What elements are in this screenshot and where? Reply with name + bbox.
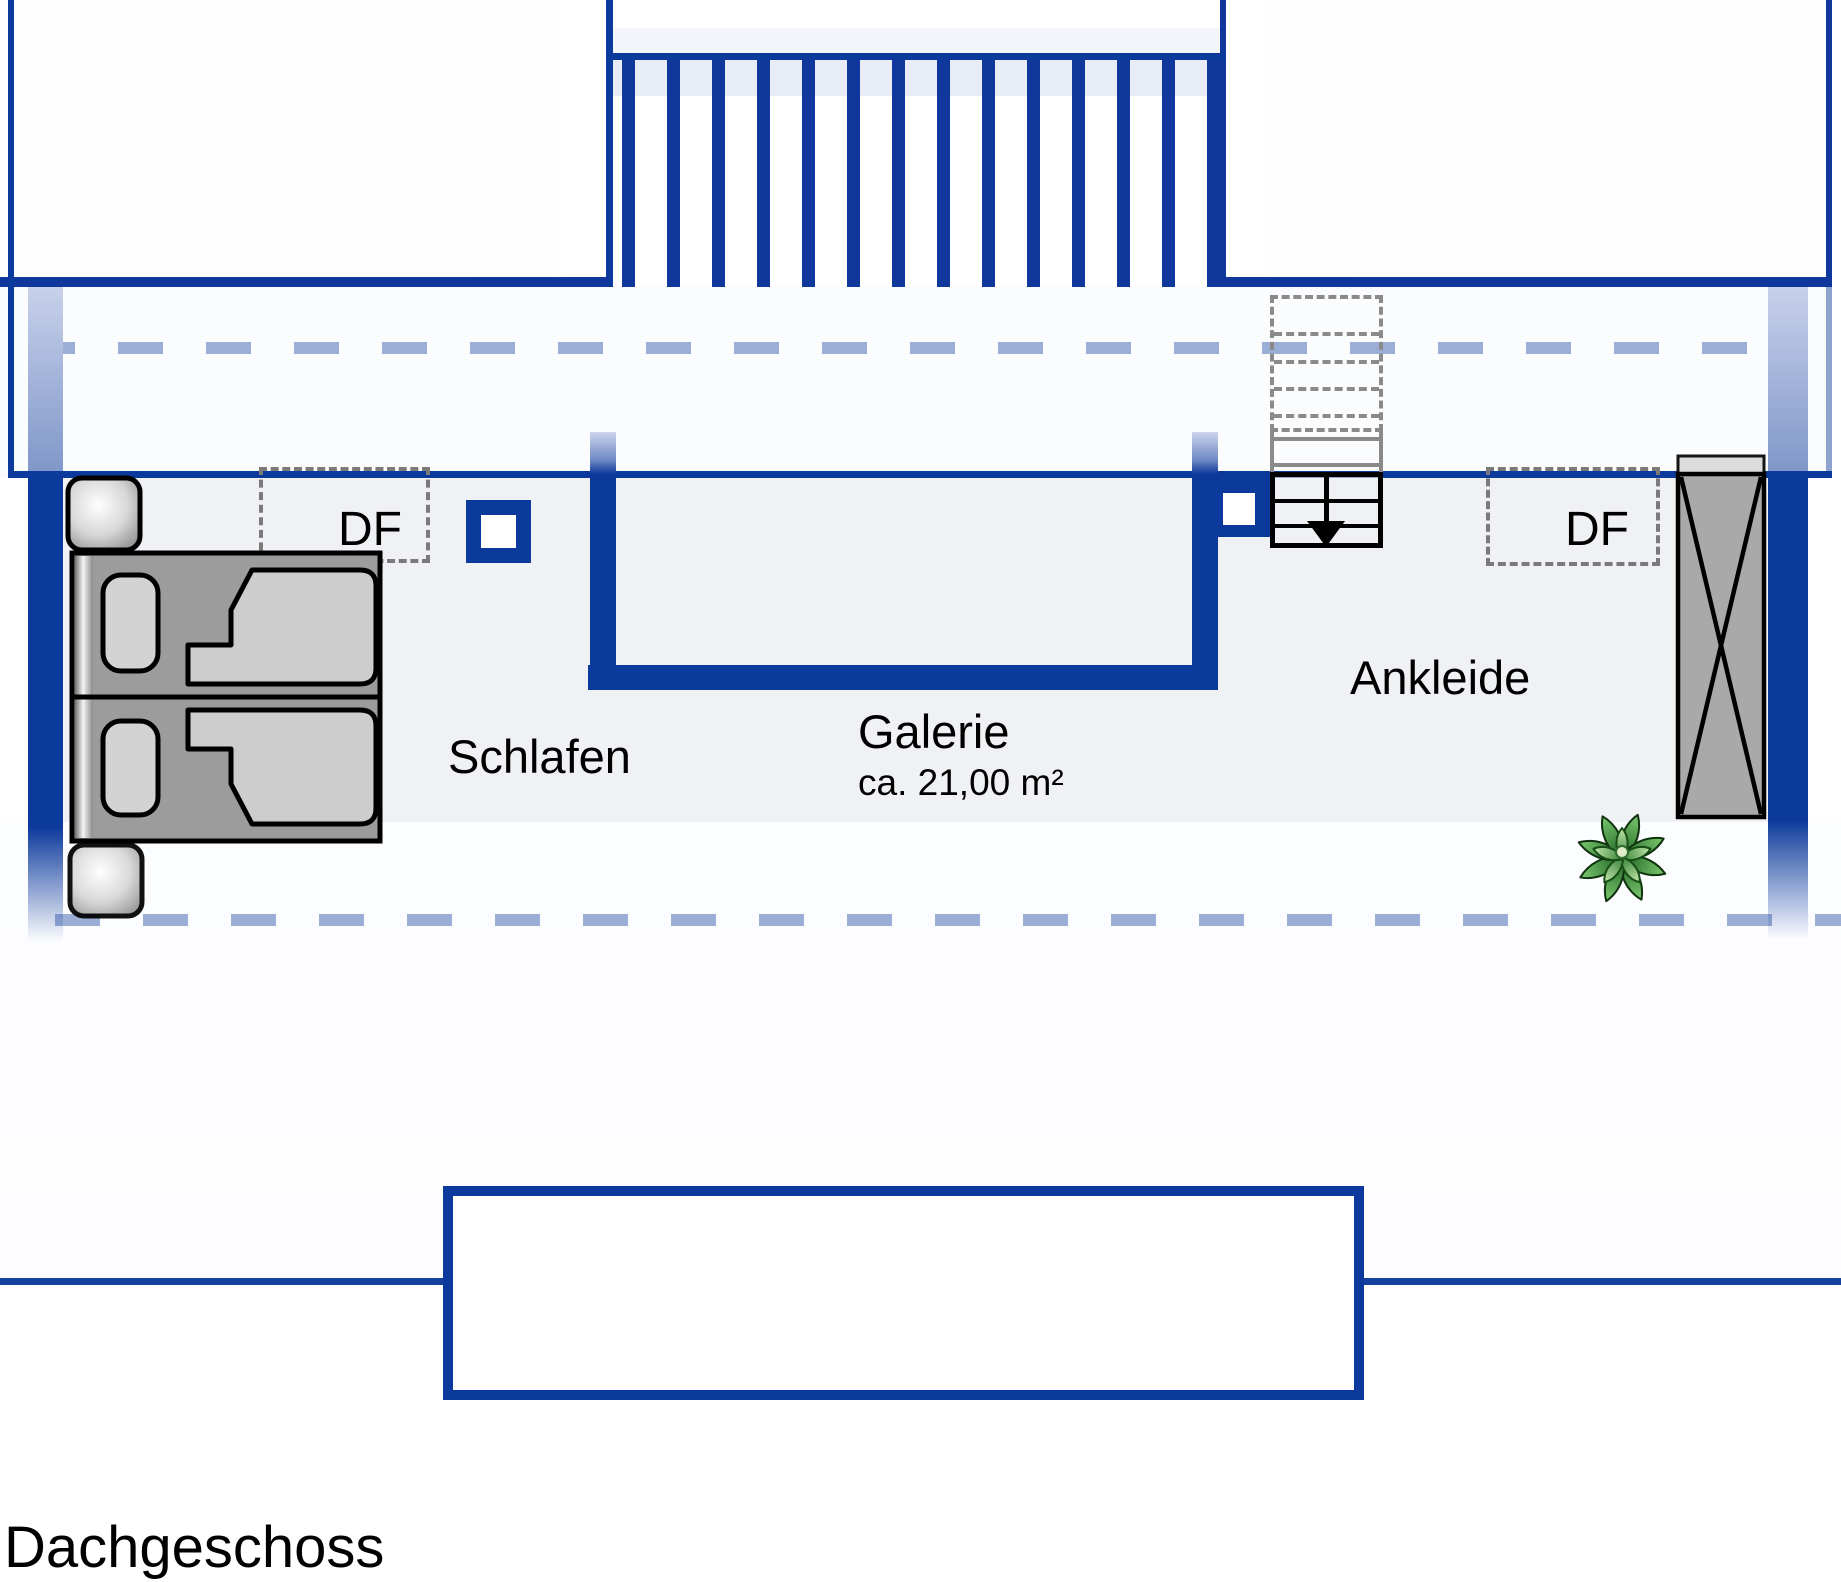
roof-window-left-label: DF bbox=[338, 503, 402, 556]
wardrobe bbox=[1675, 454, 1767, 820]
lower-roof-stripes bbox=[0, 822, 1841, 1285]
roof-window-right-box bbox=[1486, 467, 1660, 566]
left-wall-fade bbox=[28, 827, 63, 942]
left-wall bbox=[28, 478, 63, 827]
right-outer-wall-line-roof bbox=[1826, 287, 1832, 478]
upper-roof-stripes bbox=[0, 287, 1832, 478]
top-dormer bbox=[613, 60, 1220, 287]
room-label-schlafen: Schlafen bbox=[448, 730, 631, 783]
lower-roof-dashed-line bbox=[55, 914, 1841, 926]
nightstand-top bbox=[65, 475, 143, 553]
pillow bbox=[100, 718, 161, 818]
plant-icon bbox=[1577, 813, 1667, 903]
gallery-wall-bottom bbox=[588, 665, 1218, 690]
gallery-wall-right bbox=[1192, 432, 1218, 690]
right-wall-roof-zone bbox=[1768, 287, 1808, 478]
roof-ridge-block-left bbox=[0, 0, 612, 287]
pillow bbox=[100, 572, 161, 674]
stairs-upper-dashed bbox=[1270, 295, 1383, 432]
gallery-wall-pillar bbox=[1218, 477, 1270, 537]
gallery-wall-pillar-opening bbox=[1223, 493, 1255, 525]
room-area-galerie: ca. 21,00 m² bbox=[858, 762, 1064, 803]
double-bed bbox=[65, 475, 383, 919]
chimney bbox=[466, 500, 531, 563]
stair-tread bbox=[1274, 387, 1379, 391]
room-label-galerie: Galerie bbox=[858, 705, 1010, 758]
page-title: Dachgeschoss bbox=[4, 1515, 385, 1580]
stair-tread bbox=[1274, 437, 1379, 441]
roof-ridge-block-right-fade bbox=[1226, 0, 1832, 277]
stair-tread bbox=[1274, 360, 1379, 364]
roof-edge-line bbox=[8, 471, 1832, 478]
stair-tread bbox=[1274, 463, 1379, 467]
right-wall bbox=[1768, 478, 1808, 820]
gallery-wall-left bbox=[590, 432, 616, 690]
lower-roof-glow-band bbox=[0, 1140, 1841, 1188]
stairs-down-arrow-icon bbox=[1307, 521, 1345, 547]
roof-ridge-block-left-fade bbox=[0, 0, 612, 277]
stairs-middle-gray bbox=[1270, 432, 1383, 472]
blanket bbox=[185, 567, 379, 687]
roof-ridge-block-right bbox=[1220, 0, 1832, 287]
top-dormer-top-border bbox=[613, 53, 1226, 60]
upper-roof-dashed-line bbox=[30, 342, 1764, 354]
top-dormer-left-border bbox=[606, 0, 613, 287]
upper-roof-shade bbox=[0, 287, 1832, 478]
left-outer-wall-line bbox=[8, 0, 14, 478]
right-outer-wall-line-top bbox=[1826, 0, 1832, 287]
top-dormer-stripes bbox=[613, 60, 1220, 287]
top-dormer-upper-band bbox=[613, 28, 1220, 53]
right-wall-fade bbox=[1768, 820, 1808, 940]
stair-tread bbox=[1274, 414, 1379, 418]
stair-tread bbox=[1274, 332, 1379, 336]
bottom-dormer bbox=[443, 1186, 1364, 1400]
nightstand-bottom bbox=[67, 842, 145, 919]
stairs-direction-line bbox=[1324, 472, 1329, 523]
eave-line-right bbox=[1364, 1278, 1841, 1285]
eave-line-left bbox=[0, 1278, 443, 1285]
left-wall-roof-zone bbox=[28, 287, 63, 478]
blanket bbox=[185, 707, 379, 827]
room-label-ankleide: Ankleide bbox=[1350, 651, 1531, 704]
roof-window-right-label: DF bbox=[1565, 503, 1629, 556]
